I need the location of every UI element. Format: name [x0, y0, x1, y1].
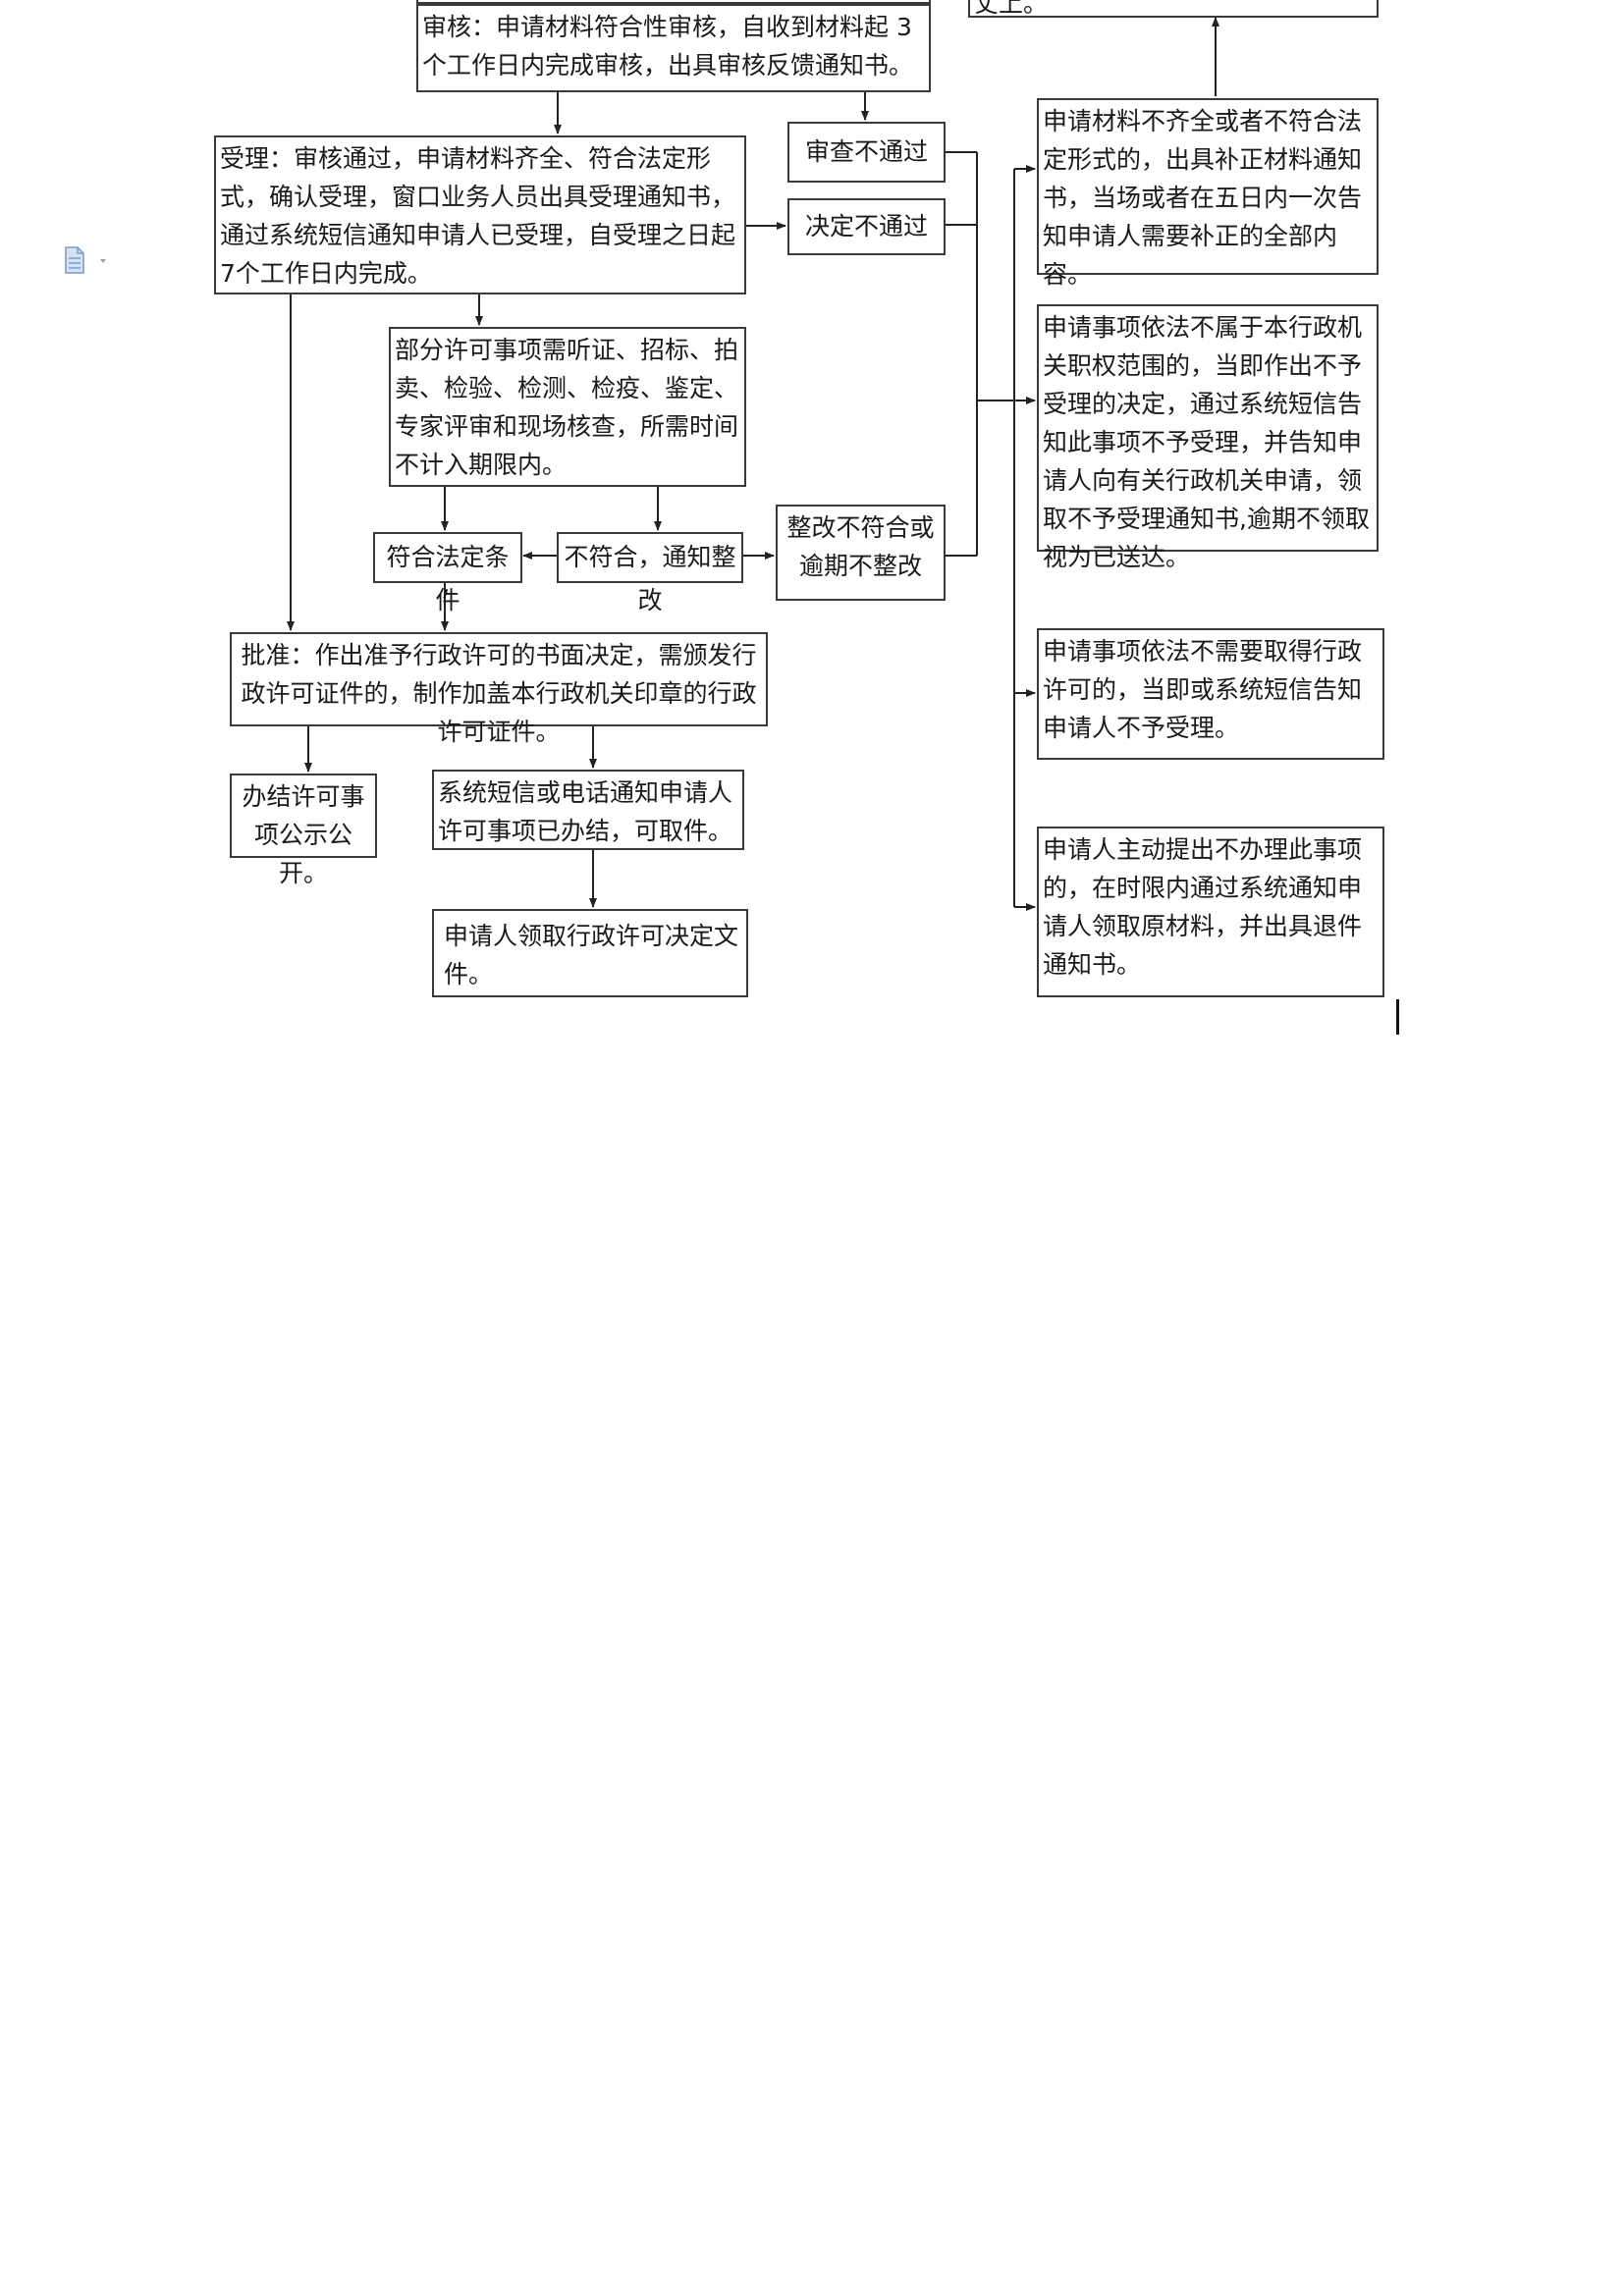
notify-pickup-box: 系统短信或电话通知申请人许可事项已办结，可取件。 [432, 770, 744, 850]
withdraw-box: 申请人主动提出不办理此事项的，在时限内通过系统通知申请人领取原材料，并出具退件通… [1037, 827, 1384, 997]
top-partial-box [416, 0, 931, 4]
out-of-scope-text: 申请事项依法不属于本行政机关职权范围的，当即作出不予受理的决定，通过系统短信告知… [1043, 313, 1370, 571]
not-meet-box: 不符合，通知整改 [557, 532, 743, 614]
supplement-text: 申请材料不齐全或者不符合法定形式的，出具补正材料通知书，当场或者在五日内一次告知… [1043, 107, 1363, 289]
meets-conditions-box: 符合法定条件 [373, 532, 522, 614]
special-procedures-box: 部分许可事项需听证、招标、拍卖、检验、检测、检疫、鉴定、专家评审和现场核查，所需… [389, 327, 746, 487]
text-cursor-icon [1396, 999, 1399, 1035]
review-text: 审核：申请材料符合性审核，自收到材料起 3个工作日内完成审核，出具审核反馈通知书… [422, 13, 914, 80]
not-meet-text: 不符合，通知整改 [564, 543, 736, 614]
out-of-scope-box: 申请事项依法不属于本行政机关职权范围的，当即作出不予受理的决定，通过系统短信告知… [1037, 304, 1379, 571]
receive-decision-box: 申请人领取行政许可决定文件。 [432, 909, 748, 997]
rectify-fail-text: 整改不符合或逾期不整改 [786, 513, 935, 580]
supplement-box: 申请材料不齐全或者不符合法定形式的，出具补正材料通知书，当场或者在五日内一次告知… [1037, 98, 1379, 289]
review-fail-text: 审查不通过 [804, 137, 928, 166]
notify-pickup-text: 系统短信或电话通知申请人许可事项已办结，可取件。 [438, 778, 733, 845]
withdraw-text: 申请人主动提出不办理此事项的，在时限内通过系统通知申请人领取原材料，并出具退件通… [1043, 835, 1363, 979]
review-box: 审核：申请材料符合性审核，自收到材料起 3个工作日内完成审核，出具审核反馈通知书… [416, 4, 931, 92]
approve-text: 批准：作出准予行政许可的书面决定，需颁发行政许可证件的，制作加盖本行政机关印章的… [241, 641, 757, 746]
accept-box: 受理：审核通过，申请材料齐全、符合法定形式，确认受理，窗口业务人员出具受理通知书… [214, 135, 746, 294]
chevron-down-icon [100, 259, 106, 263]
approve-box: 批准：作出准予行政许可的书面决定，需颁发行政许可证件的，制作加盖本行政机关印章的… [230, 632, 768, 746]
special-procedures-text: 部分许可事项需听证、招标、拍卖、检验、检测、检疫、鉴定、专家评审和现场核查，所需… [395, 336, 739, 479]
document-icon[interactable] [63, 245, 120, 275]
decision-fail-text: 决定不通过 [804, 212, 928, 240]
publicize-box: 办结许可事项公示公开。 [230, 774, 377, 887]
right-top-partial-box: 丈上。 [968, 0, 1379, 18]
publicize-text: 办结许可事项公示公开。 [242, 782, 365, 887]
review-fail-box: 审查不通过 [787, 122, 946, 183]
not-required-box: 申请事项依法不需要取得行政许可的，当即或系统短信告知申请人不予受理。 [1037, 628, 1384, 760]
right-top-partial-text: 丈上。 [974, 0, 1049, 18]
decision-fail-box: 决定不通过 [787, 198, 946, 255]
meets-conditions-text: 符合法定条件 [386, 543, 510, 614]
not-required-text: 申请事项依法不需要取得行政许可的，当即或系统短信告知申请人不予受理。 [1043, 637, 1363, 742]
rectify-fail-box: 整改不符合或逾期不整改 [776, 505, 946, 601]
accept-text: 受理：审核通过，申请材料齐全、符合法定形式，确认受理，窗口业务人员出具受理通知书… [220, 144, 736, 288]
receive-decision-text: 申请人领取行政许可决定文件。 [444, 922, 739, 988]
